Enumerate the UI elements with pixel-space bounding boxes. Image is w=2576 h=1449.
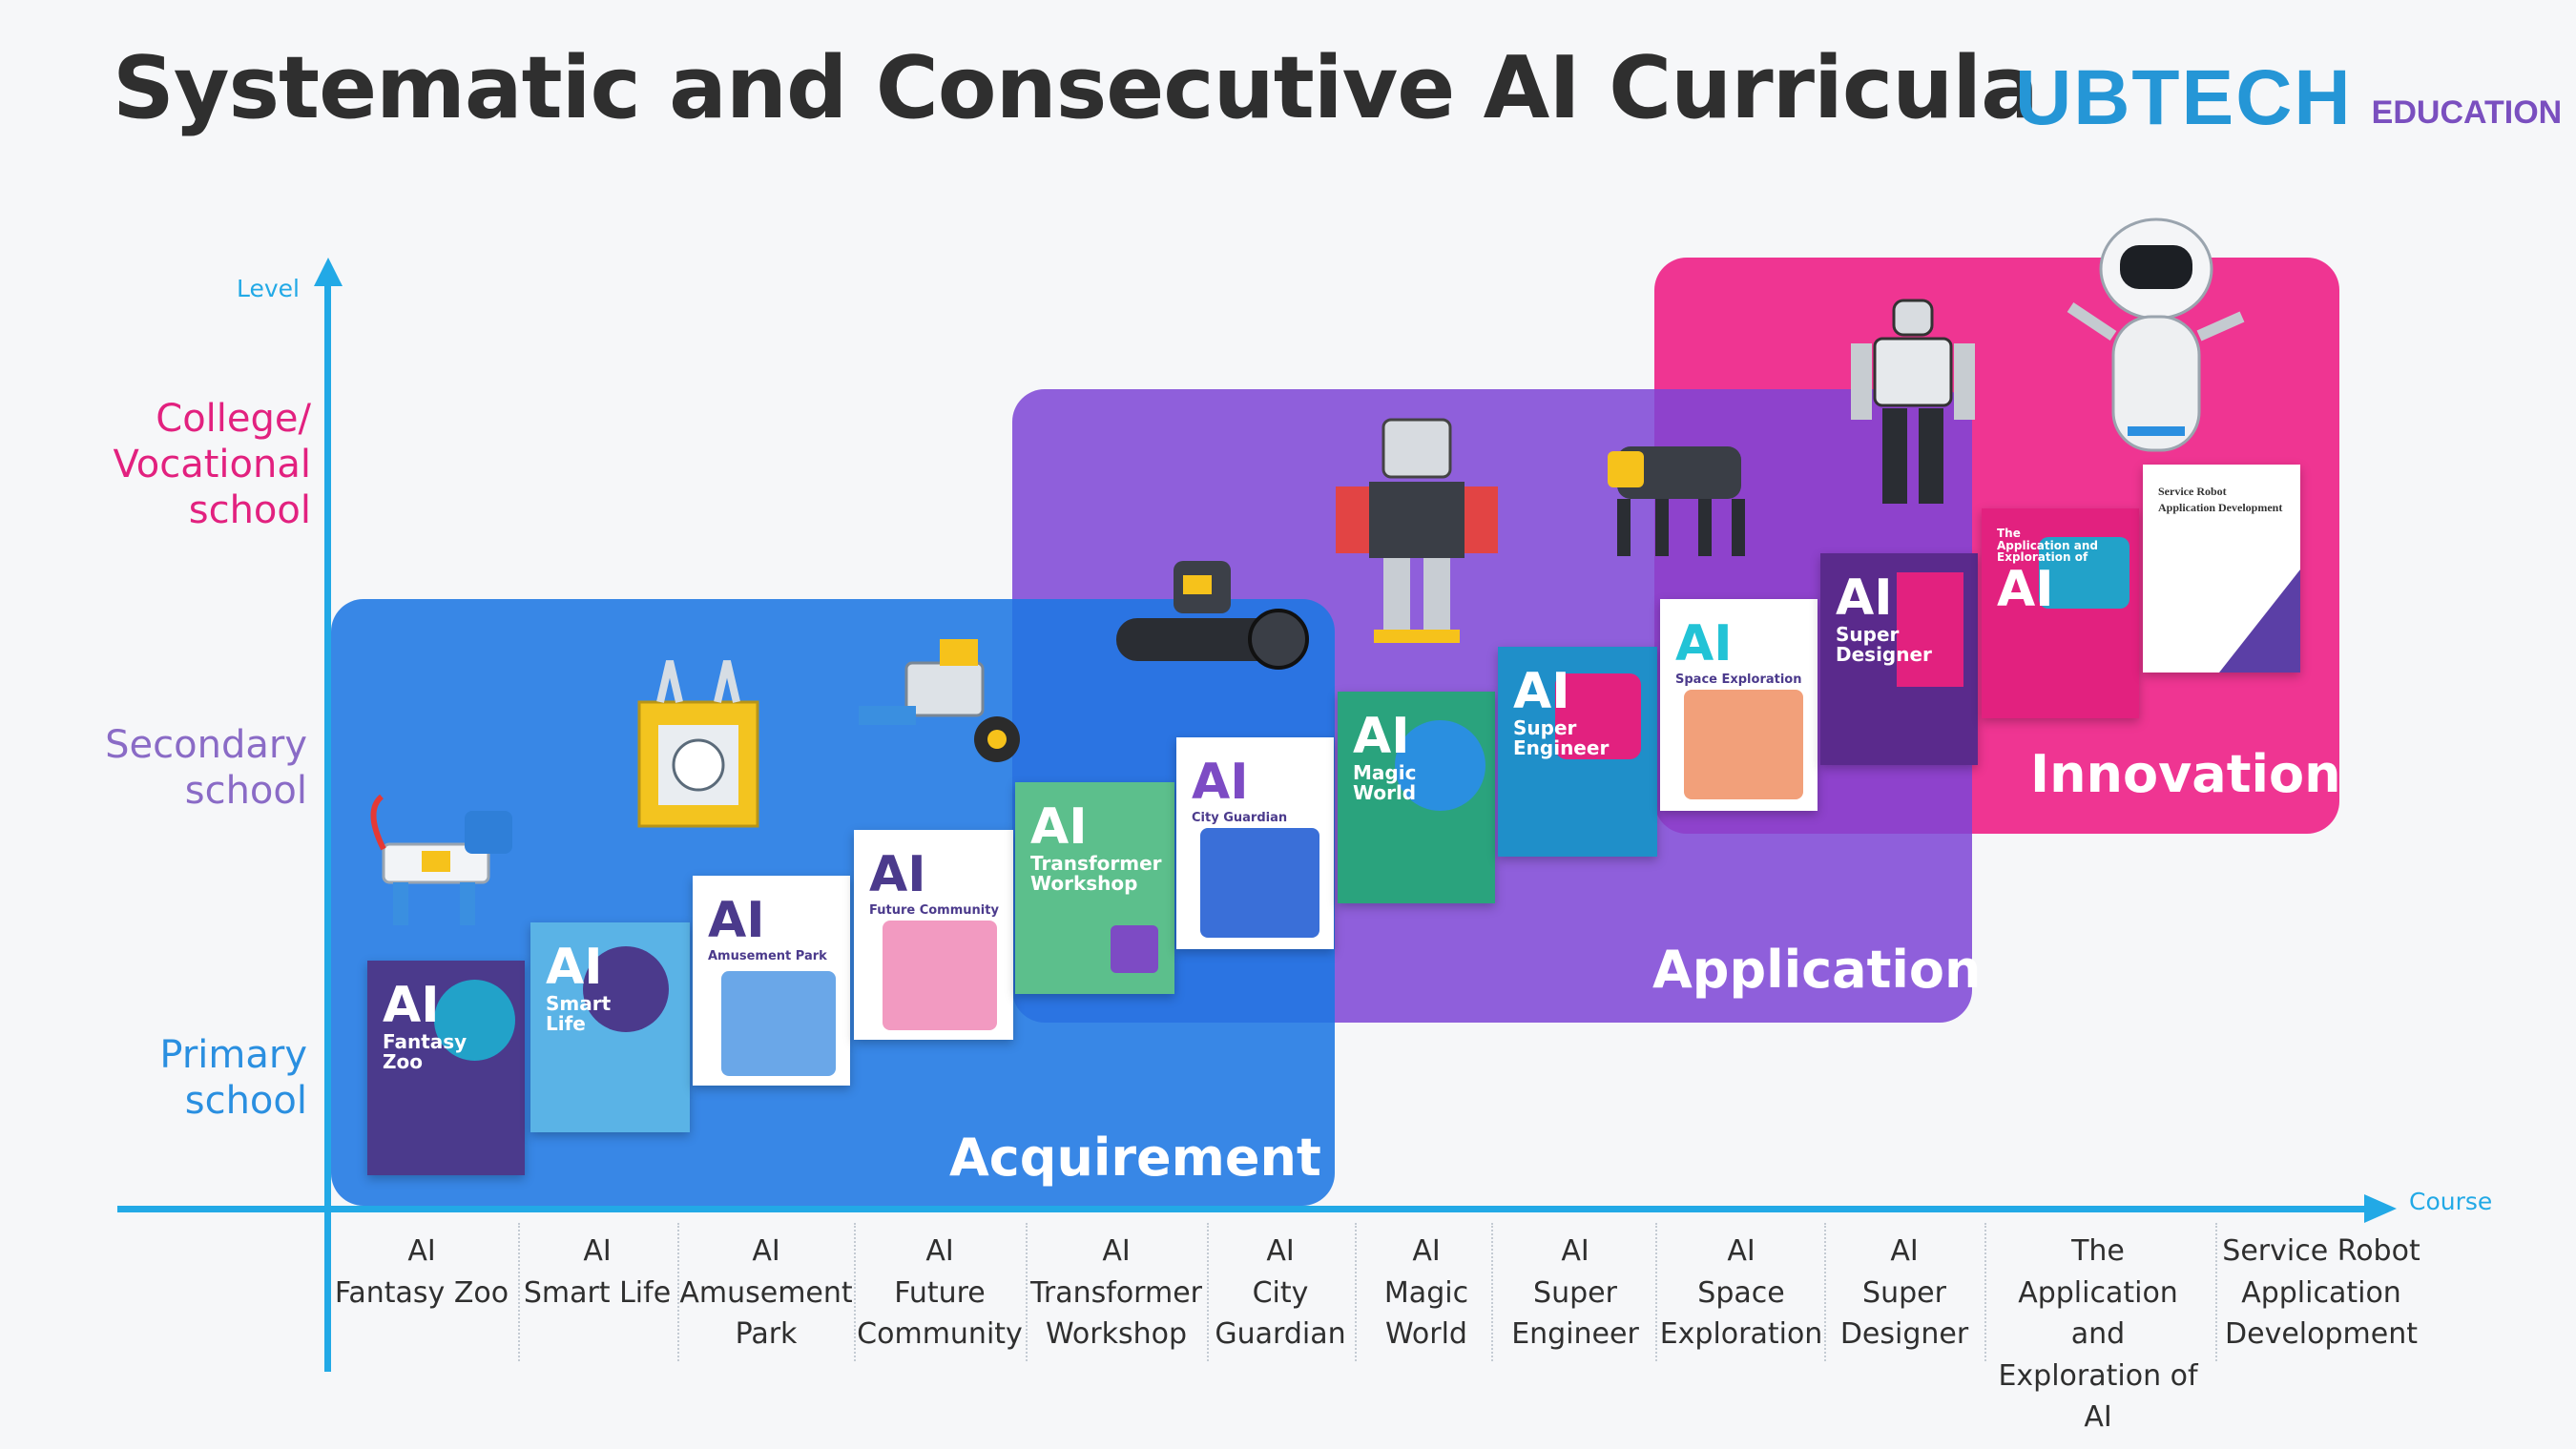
book-cover-circle xyxy=(583,946,669,1032)
course-axis-label: Course xyxy=(2409,1188,2493,1215)
robot-box-kit-icon xyxy=(637,660,759,828)
book-cover-illustration xyxy=(883,921,997,1030)
course-label: Service Robot Application Development xyxy=(2222,1234,2420,1351)
course-label: AI Space Exploration xyxy=(1659,1234,1823,1351)
book-cover-illustration xyxy=(1200,828,1319,938)
course-separator xyxy=(1824,1223,1826,1361)
course-separator xyxy=(1207,1223,1209,1361)
course-separator xyxy=(2215,1223,2217,1361)
level-college: College/ Vocational school xyxy=(113,397,311,532)
robot-transformer-icon xyxy=(1336,418,1498,643)
book-cover-illustration xyxy=(721,971,836,1076)
robot-car-kit-icon xyxy=(859,639,1020,762)
book-cover-circle xyxy=(1395,720,1485,811)
book-service-robot-development: Service Robot Application Development xyxy=(2143,465,2300,673)
course-separator xyxy=(1026,1223,1028,1361)
logo-sub-text: EDUCATION xyxy=(2371,94,2563,131)
book-cover-shape xyxy=(2039,537,2129,609)
robot-humanoid-icon xyxy=(1851,299,1975,504)
book-cover-illustration xyxy=(1684,690,1803,799)
book-title: Service Robot Application Development xyxy=(2158,485,2283,514)
application-stage-label: Application xyxy=(1652,940,1982,1000)
course-separator xyxy=(1491,1223,1493,1361)
level-axis xyxy=(324,277,331,1372)
course-label: The Application and Exploration of AI xyxy=(1998,1234,2198,1434)
course-label: AI City Guardian xyxy=(1215,1234,1346,1351)
course-label: AI Transformer Workshop xyxy=(1029,1234,1202,1351)
course-label: AI Smart Life xyxy=(523,1234,672,1310)
course-separator xyxy=(1655,1223,1657,1361)
book-cover-shape xyxy=(1555,673,1641,759)
robot-tank-icon xyxy=(1116,561,1309,670)
level-axis-label: Level xyxy=(237,275,300,302)
acquirement-stage-label: Acquirement xyxy=(949,1128,1321,1188)
book-cover-illustration xyxy=(2219,569,2300,673)
robot-service-icon xyxy=(2067,217,2245,452)
course-label: AI Amusement Park xyxy=(679,1234,853,1351)
level-primary: Primary school xyxy=(159,1033,307,1123)
level-secondary: Secondary school xyxy=(105,723,307,813)
course-label: AI Super Engineer xyxy=(1511,1234,1639,1351)
course-label: AI Magic World xyxy=(1383,1234,1469,1351)
course-separator xyxy=(1984,1223,1986,1361)
book-cover-circle xyxy=(434,980,515,1061)
course-separator xyxy=(854,1223,856,1361)
robot-quadruped-icon xyxy=(1608,446,1745,556)
course-axis xyxy=(117,1206,2388,1212)
book-cover-illustration xyxy=(1111,925,1158,973)
course-separator xyxy=(518,1223,520,1361)
course-separator xyxy=(677,1223,679,1361)
course-separator xyxy=(1355,1223,1357,1361)
innovation-stage-label: Innovation xyxy=(2030,744,2341,804)
page-title: Systematic and Consecutive AI Curricula xyxy=(113,38,2039,138)
course-label: AI Future Community xyxy=(857,1234,1023,1351)
level-axis-arrow-icon xyxy=(314,258,343,286)
robot-dog-kit-icon xyxy=(370,794,512,925)
course-label: AI Super Designer xyxy=(1839,1234,1969,1351)
book-cover-shape xyxy=(1897,572,1963,687)
logo-main-text: UBTECH xyxy=(2015,54,2353,141)
ubtech-logo: UBTECH EDUCATION xyxy=(2015,59,2562,137)
course-label: AI Fantasy Zoo xyxy=(334,1234,509,1310)
course-axis-arrow-icon xyxy=(2364,1194,2397,1223)
